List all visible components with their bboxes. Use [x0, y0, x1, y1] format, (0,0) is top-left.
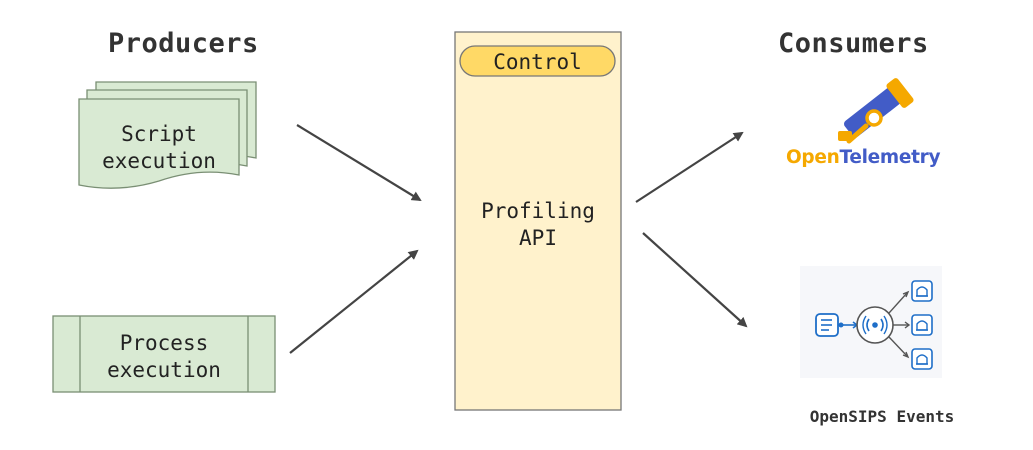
telescope-icon — [838, 78, 914, 144]
script-execution-label: Script execution — [79, 121, 239, 175]
opentelemetry-text-open: Open — [786, 147, 840, 168]
control-pill — [459, 45, 616, 77]
opentelemetry-text-telemetry: Telemetry — [839, 147, 941, 168]
arrow-process-to-api — [289, 249, 419, 354]
arrow-script-to-api — [296, 124, 422, 202]
profiling-api-line1: Profiling — [481, 199, 595, 223]
opentelemetry-logo-text: OpenTelemetry — [786, 147, 941, 168]
process-execution-box — [52, 315, 276, 393]
profiling-api-label: Profiling API — [455, 198, 621, 252]
profiling-api-box — [454, 31, 622, 411]
process-execution-line2: execution — [107, 358, 221, 382]
opensips-events-label: OpenSIPS Events — [809, 407, 955, 426]
control-label: Control — [493, 50, 582, 74]
event-broadcast-icon — [800, 266, 942, 378]
arrow-api-to-events — [642, 232, 748, 328]
profiling-api-line2: API — [519, 226, 557, 250]
arrow-api-to-opentelemetry — [635, 131, 744, 203]
script-execution-document-stack — [78, 81, 257, 189]
script-execution-line2: execution — [102, 149, 216, 173]
process-execution-label: Process execution — [80, 330, 248, 384]
script-execution-line1: Script — [121, 122, 197, 146]
consumers-heading: Consumers — [778, 28, 929, 59]
producers-heading: Producers — [108, 28, 259, 59]
process-execution-line1: Process — [119, 331, 209, 355]
